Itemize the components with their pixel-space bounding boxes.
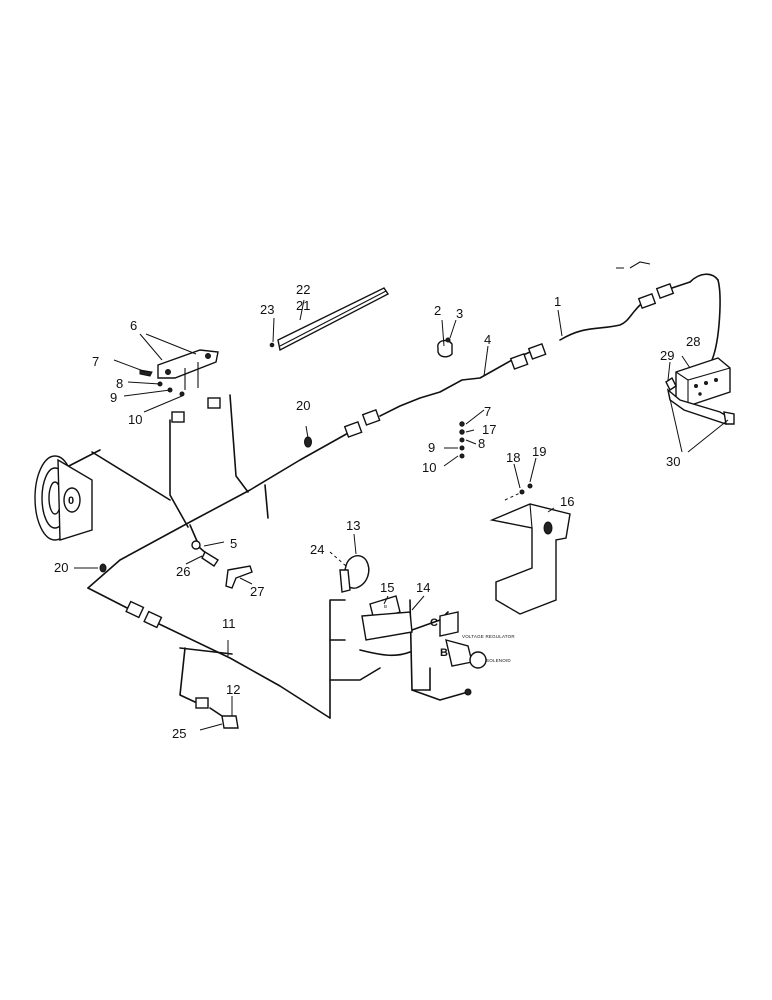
callout-4: 4 (484, 332, 491, 347)
callout-10a: 10 (128, 412, 142, 427)
main-harness (64, 273, 721, 719)
callout-21: 21 (296, 298, 310, 313)
callout-1: 1 (554, 294, 561, 309)
callout-7b: 7 (484, 404, 491, 419)
callout-8b: 8 (478, 436, 485, 451)
horn-13 (339, 555, 370, 593)
callout-9b: 9 (428, 440, 435, 455)
switch-box-28 (675, 357, 731, 407)
callout-6: 6 (130, 318, 137, 333)
hardware-small (99, 369, 533, 589)
callout-16: 16 (560, 494, 574, 509)
callout-15: 15 (380, 580, 394, 595)
alternator: 0 (34, 455, 93, 541)
callout-14: 14 (416, 580, 430, 595)
callout-23: 23 (260, 302, 274, 317)
callout-9a: 9 (110, 390, 117, 405)
voltage-regulator-label: VOLTAGE REGULATOR (462, 634, 515, 639)
callout-8a: 8 (116, 376, 123, 391)
callout-7a: 7 (92, 354, 99, 369)
callout-20a: 20 (296, 398, 310, 413)
relay-15: B (361, 595, 413, 641)
callout-29: 29 (660, 348, 674, 363)
clip-2-3 (437, 337, 453, 358)
callout-12: 12 (226, 682, 240, 697)
callout-13: 13 (346, 518, 360, 533)
callout-28: 28 (686, 334, 700, 349)
channel-21-22 (269, 287, 390, 352)
callout-11: 11 (222, 616, 236, 631)
regulator-annotations: C B VOLTAGE REGULATOR SOLENOID (430, 617, 515, 663)
terminal-b-label: B (440, 647, 448, 659)
top-right-lead (616, 261, 651, 269)
voltage-regulator-solenoid (439, 611, 487, 696)
terminal-c-label: C (430, 617, 438, 629)
callout-10b: 10 (422, 460, 436, 475)
callout-17: 17 (482, 422, 496, 437)
svg-text:B: B (384, 604, 387, 609)
leader-lines (74, 299, 729, 731)
callout-19: 19 (532, 444, 546, 459)
callout-labels: 1 2 3 4 5 6 7 8 9 10 11 12 13 14 15 16 1… (54, 282, 700, 741)
callout-22: 22 (296, 282, 310, 297)
solenoid-label: SOLENOID (486, 658, 511, 663)
callout-3: 3 (456, 306, 463, 321)
mounting-bracket-16 (489, 503, 571, 615)
callout-24: 24 (310, 542, 324, 557)
callout-27: 27 (250, 584, 264, 599)
lamp-12-25 (221, 715, 239, 729)
harness-connectors (125, 283, 675, 709)
callout-26: 26 (176, 564, 190, 579)
callout-25: 25 (172, 726, 186, 741)
callout-2: 2 (434, 303, 441, 318)
callout-30: 30 (666, 454, 680, 469)
bracket-6 (157, 349, 219, 390)
callout-5: 5 (230, 536, 237, 551)
callout-20b: 20 (54, 560, 68, 575)
svg-text:0: 0 (68, 495, 74, 507)
callout-18: 18 (506, 450, 520, 465)
